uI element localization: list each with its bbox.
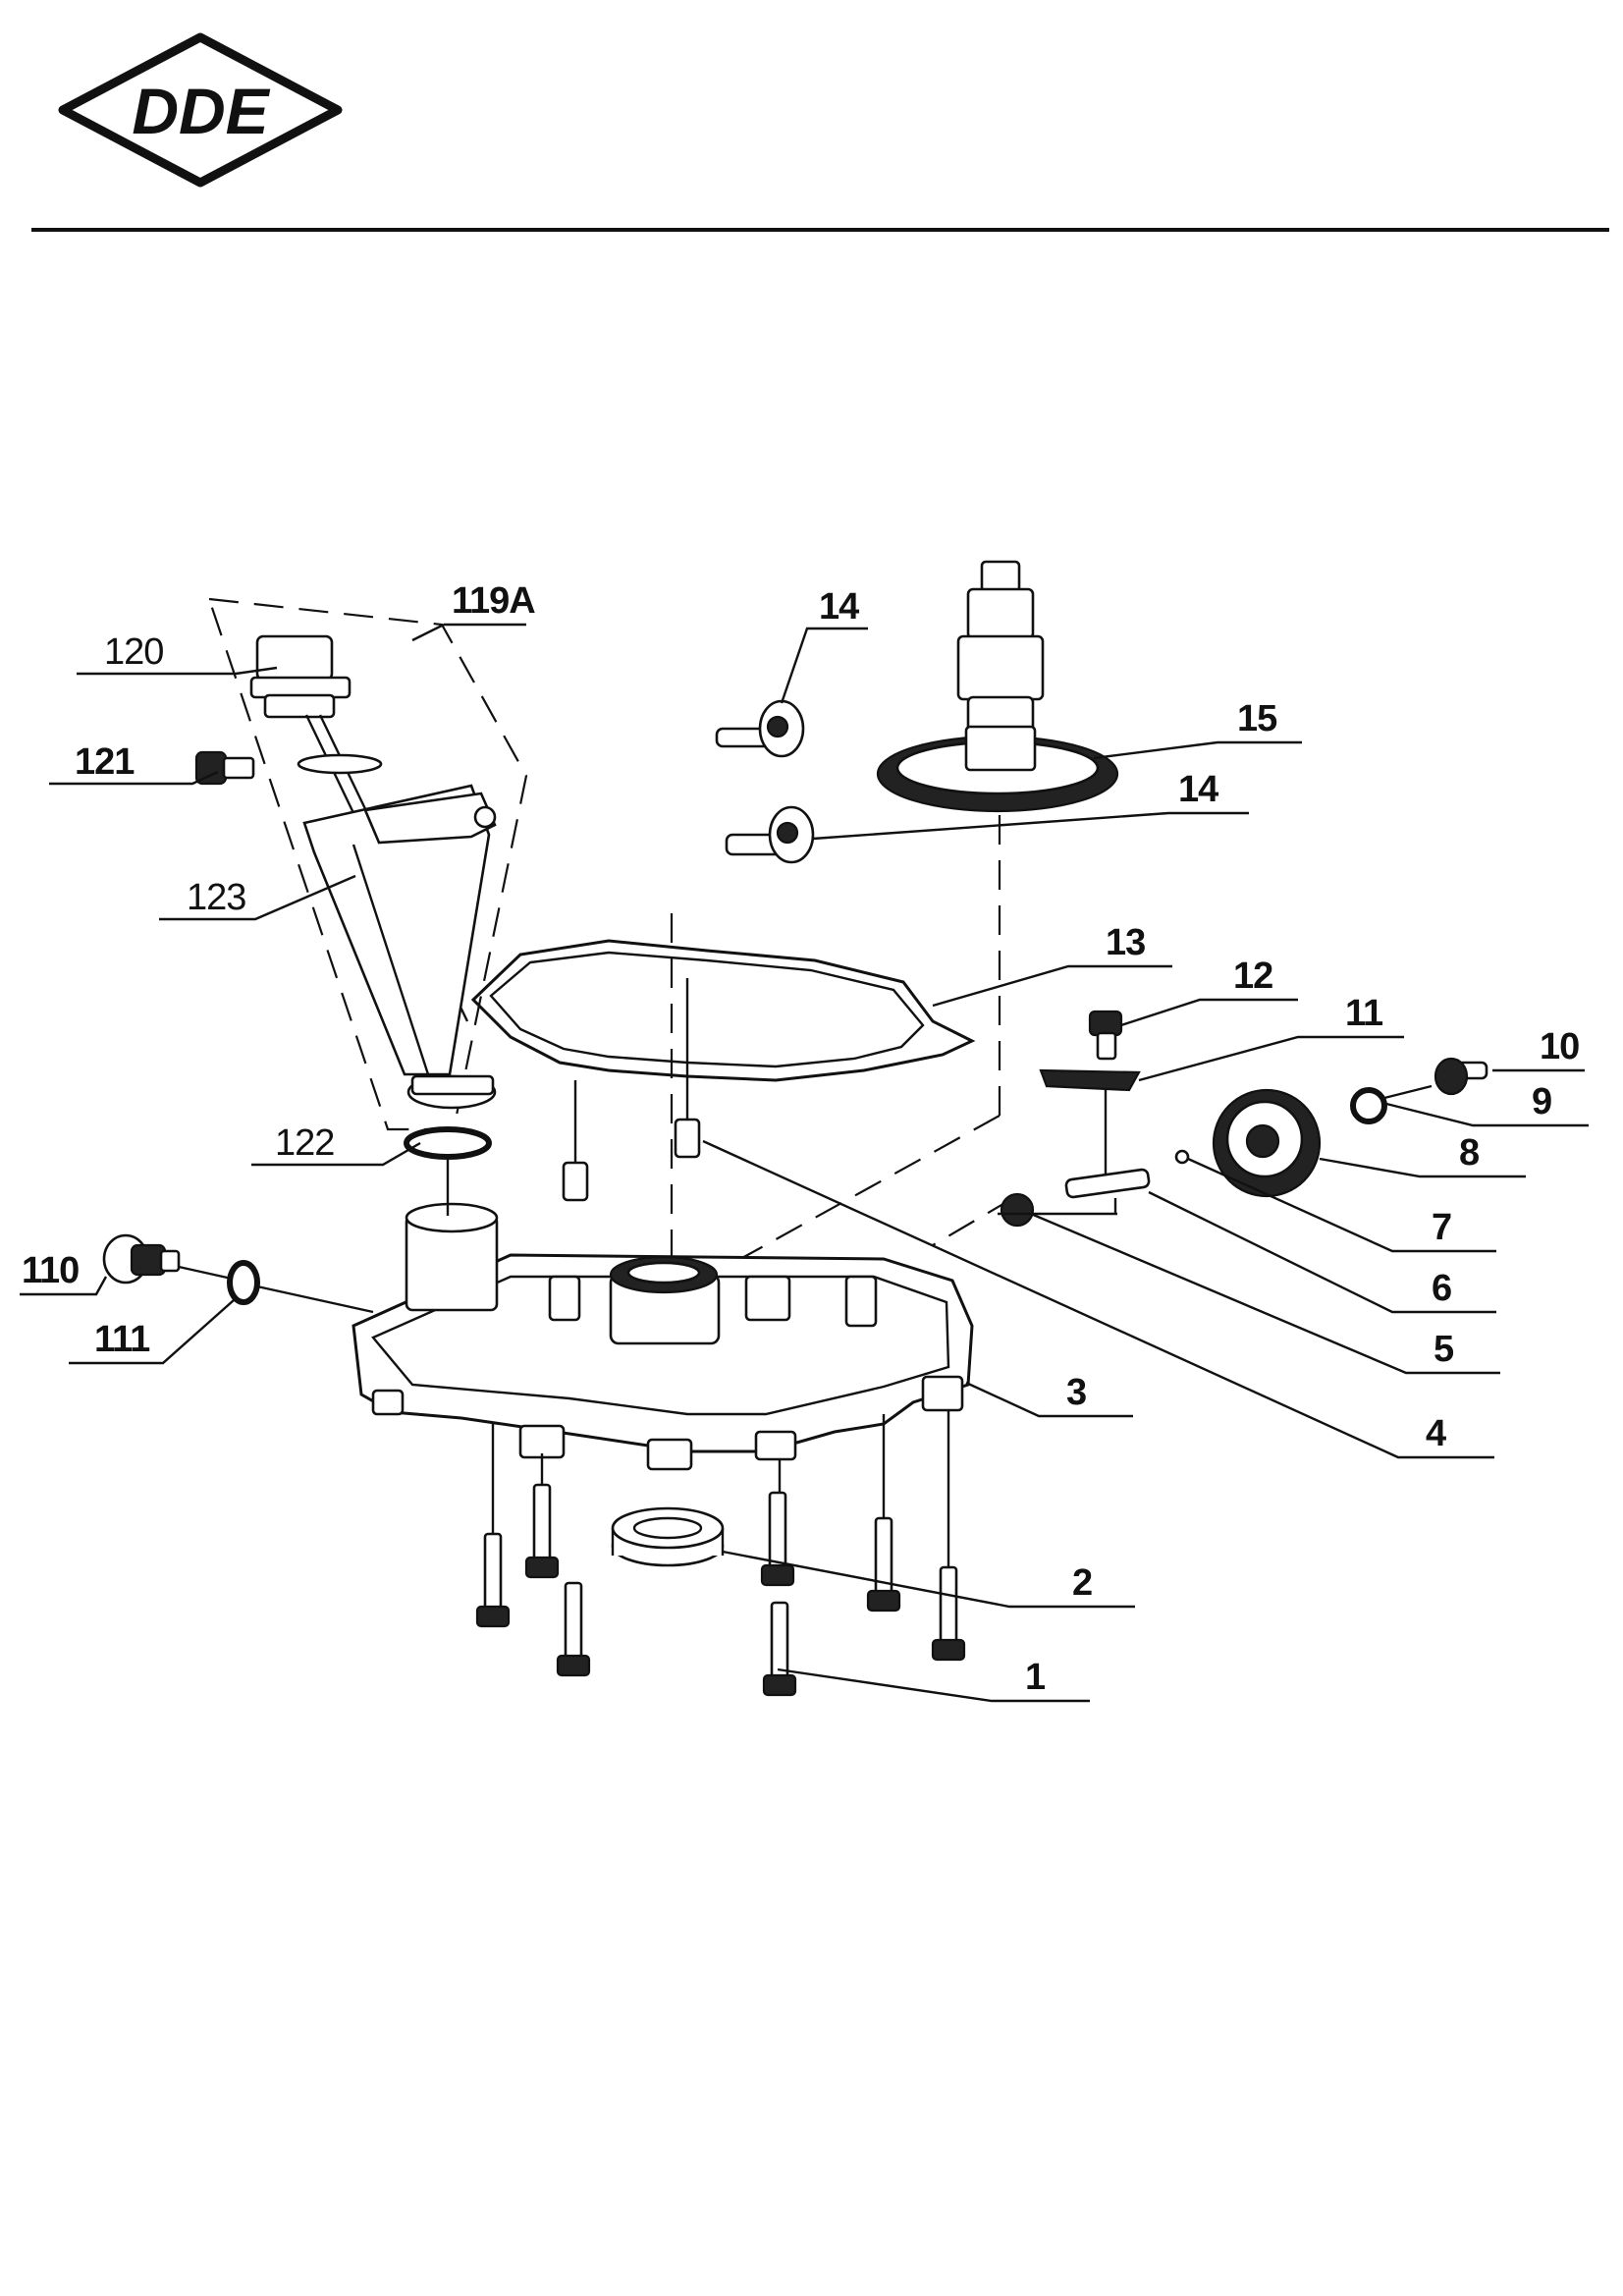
callout-5: 5 [1434,1329,1454,1370]
oring-122 [404,1126,492,1160]
callout-3: 3 [1066,1372,1086,1413]
washer-111 [227,1260,260,1305]
callout-122: 122 [275,1122,334,1164]
callout-7: 7 [1432,1207,1451,1248]
dowel-4-b [674,1118,701,1159]
callout-8: 8 [1459,1132,1479,1174]
callout-15: 15 [1237,698,1277,739]
plug-110 [102,1233,181,1285]
leader-lines [20,623,1589,1703]
camshaft-15 [876,560,1119,813]
callout-111: 111 [94,1319,150,1360]
callout-13: 13 [1106,922,1145,963]
callout-110: 110 [22,1250,79,1291]
bolt-12 [1088,1010,1123,1061]
bolt-121 [194,750,255,786]
logo-text: DDE [132,75,270,147]
callout-9: 9 [1532,1081,1551,1122]
callout-123: 123 [187,877,245,918]
callout-11: 11 [1345,993,1383,1034]
shaft-6 [1064,1168,1151,1199]
dipstick-group [207,597,528,1131]
governor-gear-8 [1212,1088,1322,1198]
callout-119a: 119A [452,580,535,622]
callout-12: 12 [1233,956,1272,997]
callout-labels: 119A 120 121 123 122 110 111 14 15 14 13… [22,580,1580,1698]
callout-4: 4 [1426,1413,1446,1454]
washer-5 [1000,1192,1035,1228]
callout-14-top: 14 [819,586,859,628]
callout-10: 10 [1540,1026,1579,1067]
clip-7 [1174,1149,1190,1165]
pin-14-upper [715,699,805,758]
callout-2: 2 [1072,1562,1092,1604]
brand-logo: DDE [57,31,344,189]
header-divider [31,228,1609,232]
oil-seal-2 [611,1506,725,1567]
callout-6: 6 [1432,1268,1451,1309]
callout-1: 1 [1025,1657,1046,1698]
dowel-4-a [562,1161,589,1202]
bolts-1 [475,1410,966,1697]
callout-14-mid: 14 [1178,769,1218,810]
washer-9 [1350,1087,1387,1124]
plate-11 [1039,1068,1141,1092]
gasket-13 [470,939,976,1082]
callout-121: 121 [75,741,135,783]
callout-120: 120 [104,631,163,673]
pin-10 [1434,1057,1488,1096]
pin-14-lower [725,805,815,864]
crankcase-cover-3 [352,1202,974,1471]
